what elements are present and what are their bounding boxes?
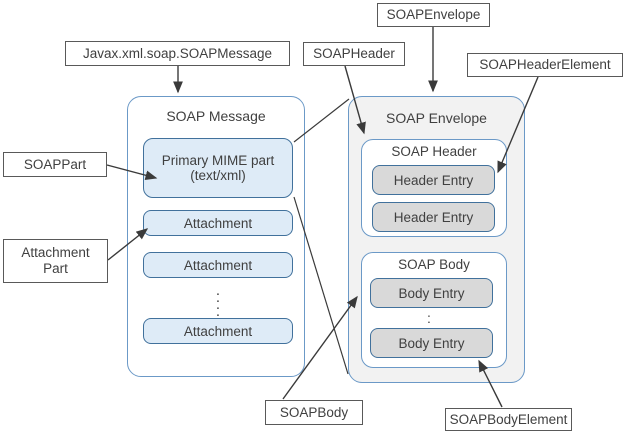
label-soappart-text: SOAPPart bbox=[23, 156, 87, 172]
primary-mime-part-line2: (text/xml) bbox=[190, 168, 246, 183]
label-soapbody-text: SOAPBody bbox=[279, 404, 349, 420]
body-entry-box-1: Body Entry bbox=[370, 278, 493, 308]
attachments-vertical-ellipsis: . . . . bbox=[215, 282, 221, 320]
label-javax-xml-soap-soapmessage: Javax.xml.soap.SOAPMessage bbox=[65, 41, 290, 66]
body-entry-2-text: Body Entry bbox=[398, 335, 465, 351]
label-soappart: SOAPPart bbox=[3, 152, 107, 177]
body-entry-box-2: Body Entry bbox=[370, 328, 493, 358]
label-soapheaderelement-text: SOAPHeaderElement bbox=[479, 57, 611, 73]
label-attachmentpart-line2: Part bbox=[43, 261, 68, 276]
soap-header-title: SOAP Header bbox=[391, 144, 477, 159]
attachment-box-3: Attachment bbox=[143, 318, 293, 344]
label-attachmentpart: Attachment Part bbox=[3, 239, 108, 283]
label-soapbodyelement: SOAPBodyElement bbox=[445, 408, 572, 431]
label-soapheader: SOAPHeader bbox=[303, 42, 405, 66]
label-attachmentpart-line1: Attachment bbox=[21, 245, 90, 261]
body-entry-1-text: Body Entry bbox=[398, 285, 465, 301]
header-entry-2-text: Header Entry bbox=[393, 209, 474, 225]
attachment-box-2: Attachment bbox=[143, 252, 293, 278]
label-soapheaderelement: SOAPHeaderElement bbox=[467, 53, 623, 77]
header-entry-box-1: Header Entry bbox=[372, 165, 495, 195]
label-soapbody: SOAPBody bbox=[265, 400, 363, 425]
label-soapenvelope-text: SOAPEnvelope bbox=[386, 7, 481, 23]
header-entry-box-2: Header Entry bbox=[372, 202, 495, 232]
soap-message-title: SOAP Message bbox=[166, 108, 266, 124]
attachment-box-2-text: Attachment bbox=[183, 257, 253, 273]
primary-mime-part-box: Primary MIME part (text/xml) bbox=[143, 138, 293, 198]
attachment-box-3-text: Attachment bbox=[183, 323, 253, 339]
soap-body-title: SOAP Body bbox=[398, 257, 470, 272]
label-soapbodyelement-text: SOAPBodyElement bbox=[449, 411, 568, 427]
soap-envelope-title: SOAP Envelope bbox=[386, 110, 487, 126]
attachment-box-1-text: Attachment bbox=[183, 215, 253, 231]
attachment-box-1: Attachment bbox=[143, 210, 293, 236]
label-soapenvelope: SOAPEnvelope bbox=[377, 3, 490, 27]
body-entries-ellipsis: : bbox=[427, 310, 431, 326]
header-entry-1-text: Header Entry bbox=[393, 172, 474, 188]
label-javax-text: Javax.xml.soap.SOAPMessage bbox=[82, 45, 273, 61]
primary-mime-part-line1: Primary MIME part bbox=[161, 153, 275, 168]
label-soapheader-text: SOAPHeader bbox=[313, 46, 395, 62]
